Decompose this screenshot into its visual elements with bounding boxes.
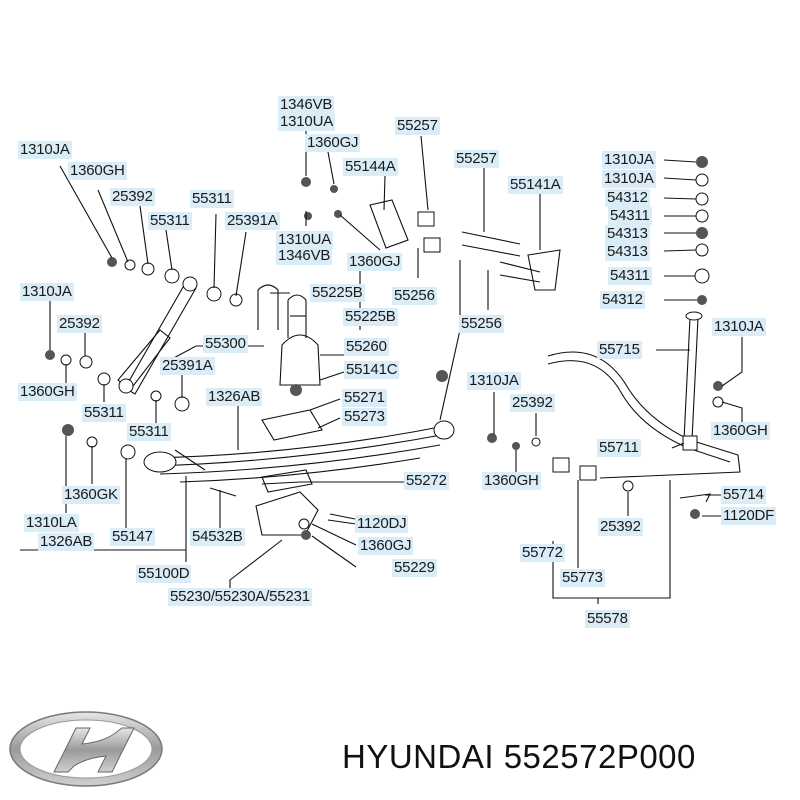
label-55100D: 55100D <box>136 565 192 583</box>
label-54311-a: 54311 <box>608 207 652 225</box>
label-25392-a: 25392 <box>110 188 155 206</box>
label-55260: 55260 <box>344 338 389 356</box>
label-55578: 55578 <box>585 610 630 628</box>
label-55714: 55714 <box>721 486 766 504</box>
label-25391A-b: 25391A <box>160 357 215 375</box>
label-1310JA-r2: 1310JA <box>602 170 656 188</box>
label-55229: 55229 <box>392 559 437 577</box>
hyundai-logo-icon <box>9 711 163 787</box>
label-1310JA-d: 1310JA <box>467 372 521 390</box>
label-1310UA-top: 1310UA <box>278 113 336 131</box>
label-54313-b: 54313 <box>605 243 650 261</box>
label-1346VB-b: 1346VB <box>276 247 333 265</box>
label-55772: 55772 <box>520 544 565 562</box>
label-54312-b: 54312 <box>600 291 645 309</box>
label-55257-b: 55257 <box>454 150 499 168</box>
label-54532B: 54532B <box>190 528 245 546</box>
label-55256-b: 55256 <box>459 315 504 333</box>
label-55311-b: 55311 <box>148 212 192 230</box>
label-25392-c: 25392 <box>510 394 555 412</box>
label-1310JA-b: 1310JA <box>20 283 74 301</box>
label-1360GH-c: 1360GH <box>711 422 770 440</box>
label-55311-d: 55311 <box>127 423 171 441</box>
label-55225B-a: 55225B <box>310 284 365 302</box>
label-54312-a: 54312 <box>605 189 650 207</box>
brand-part-number: HYUNDAI 552572P000 <box>342 738 696 776</box>
label-1120DF: 1120DF <box>721 507 777 525</box>
label-55141A: 55141A <box>508 176 563 194</box>
shock-absorber-drawing <box>117 276 198 395</box>
label-55225B-b: 55225B <box>343 308 398 326</box>
label-1360GJ-b: 1360GJ <box>347 253 403 271</box>
spring-saddle-drawing <box>255 284 323 536</box>
label-55272: 55272 <box>404 472 449 490</box>
brand-name: HYUNDAI <box>342 738 495 775</box>
part-number: 552572P000 <box>503 738 696 775</box>
hardware-drawing <box>45 156 724 540</box>
label-1310UA-b: 1310UA <box>276 231 334 249</box>
label-1346VB-top: 1346VB <box>278 96 335 114</box>
label-1310JA-r1: 1310JA <box>602 151 656 169</box>
label-55256-a: 55256 <box>392 287 437 305</box>
label-55273: 55273 <box>342 408 387 426</box>
label-54311-b: 54311 <box>608 267 652 285</box>
label-55257-a: 55257 <box>395 117 440 135</box>
label-55311-a: 55311 <box>190 190 234 208</box>
label-1360GH-a: 1360GH <box>68 162 127 180</box>
label-1310JA-c: 1310JA <box>712 318 766 336</box>
label-1326AB-b: 1326AB <box>38 533 95 551</box>
label-25392-d: 25392 <box>598 518 643 536</box>
label-55773: 55773 <box>560 569 605 587</box>
label-55300: 55300 <box>203 335 248 353</box>
label-1360GH-d: 1360GH <box>482 472 541 490</box>
label-1360GK: 1360GK <box>62 486 120 504</box>
stabilizer-bar-drawing <box>547 311 741 481</box>
label-1310LA: 1310LA <box>24 514 79 532</box>
label-55141C: 55141C <box>344 361 400 379</box>
label-55311-c: 55311 <box>82 404 126 422</box>
label-55271: 55271 <box>342 389 387 407</box>
label-25392-b: 25392 <box>57 315 102 333</box>
label-1360GH-b: 1360GH <box>18 383 77 401</box>
label-1310JA-a: 1310JA <box>18 141 72 159</box>
label-55715: 55715 <box>597 341 642 359</box>
label-25391A-a: 25391A <box>225 212 280 230</box>
label-55711: 55711 <box>597 439 641 457</box>
label-1326AB-a: 1326AB <box>206 388 263 406</box>
label-54313-a: 54313 <box>605 225 650 243</box>
label-55230-55230A-55231: 55230/55230A/55231 <box>168 588 312 606</box>
leaf-spring-drawing <box>143 420 455 483</box>
label-1360GJ-c: 1360GJ <box>358 537 414 555</box>
label-1120DJ: 1120DJ <box>355 515 409 533</box>
label-55144A: 55144A <box>343 158 398 176</box>
shackle-drawing <box>369 199 561 291</box>
label-55147: 55147 <box>110 528 155 546</box>
label-1360GJ-a: 1360GJ <box>305 134 361 152</box>
